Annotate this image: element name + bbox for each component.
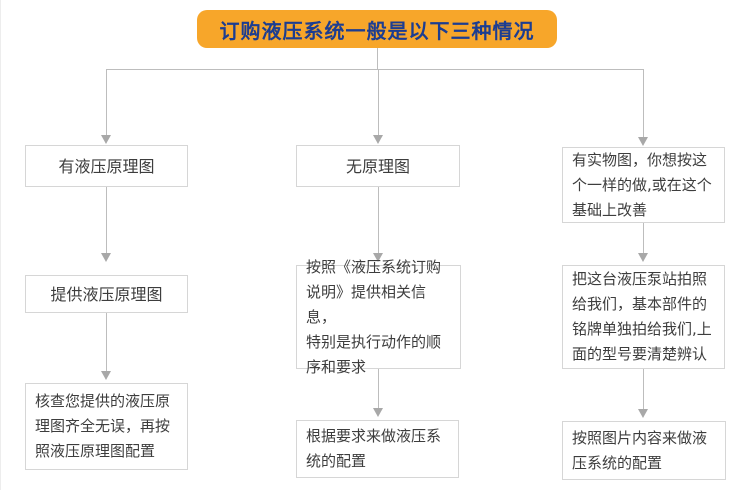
step-box-has-photo: 有实物图，你想按这 个一样的做,或在这个 基础上改善: [562, 147, 725, 223]
step-box-no-schematic: 无原理图: [296, 145, 460, 187]
arrow-down-icon: [373, 135, 383, 144]
connector-left-2: [106, 313, 107, 371]
connector-middle-2: [378, 369, 379, 408]
step-box-has-schematic: 有液压原理图: [25, 145, 188, 187]
connector-drop-middle: [378, 69, 379, 135]
arrow-down-icon: [101, 253, 111, 262]
connector-middle-1: [378, 187, 379, 253]
connector-header-stem: [377, 48, 378, 69]
step-box-configure-by-photo: 按照图片内容来做液 压系统的配置: [562, 421, 726, 480]
arrow-down-icon: [101, 135, 111, 144]
connector-left-1: [106, 187, 107, 253]
step-box-order-instructions: 按照《液压系统订购 说明》提供相关信息， 特别是执行动作的顺 序和要求: [296, 258, 461, 376]
step-box-verify-schematic: 核查您提供的液压原 理图齐全无误，再按 照液压原理图配置: [25, 383, 188, 470]
arrow-down-icon: [638, 253, 648, 262]
step-box-send-photos: 把这台液压泵站拍照 给我们，基本部件的 铭牌单独拍给我们,上 面的型号要清楚辨认: [562, 265, 725, 369]
step-box-provide-schematic: 提供液压原理图: [25, 275, 188, 313]
flowchart-title: 订购液压系统一般是以下三种情况: [197, 10, 557, 48]
arrow-down-icon: [373, 253, 383, 262]
arrow-down-icon: [373, 408, 383, 417]
step-box-configure-by-requirements: 根据要求来做液压系 统的配置: [296, 420, 459, 478]
connector-drop-left: [106, 69, 107, 135]
connector-right-2: [643, 369, 644, 409]
connector-right-1: [643, 223, 644, 253]
connector-branch-line: [106, 69, 643, 70]
arrow-down-icon: [638, 137, 648, 146]
arrow-down-icon: [638, 409, 648, 418]
arrow-down-icon: [101, 371, 111, 380]
connector-drop-right: [643, 69, 644, 137]
